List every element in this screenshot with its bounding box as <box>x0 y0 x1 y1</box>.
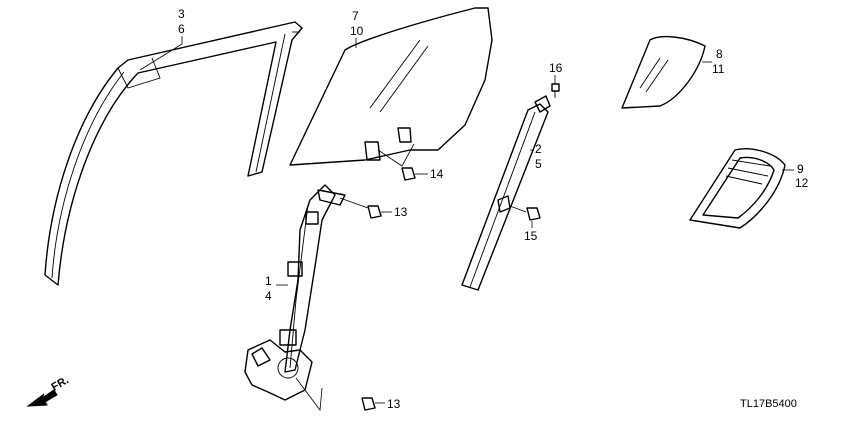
bolt-15 <box>509 205 541 221</box>
regulator-motor <box>244 339 323 412</box>
callout-4: 4 <box>265 289 272 303</box>
callout-2: 2 <box>535 142 542 156</box>
callout-13-lower: 13 <box>387 397 401 411</box>
bolt-16 <box>551 83 560 98</box>
bolt-14 <box>401 167 428 181</box>
callout-12: 12 <box>795 176 809 190</box>
quarter-glass <box>621 35 712 109</box>
callout-10: 10 <box>350 24 364 38</box>
callout-3-leader <box>139 36 183 71</box>
window-regulator <box>276 184 369 373</box>
callout-16: 16 <box>549 61 563 75</box>
callout-11: 11 <box>712 62 725 76</box>
callout-9: 9 <box>797 162 804 176</box>
bolt-13-lower <box>361 397 385 411</box>
callout-6: 6 <box>178 22 185 36</box>
callout-8: 8 <box>716 47 723 61</box>
door-sash-channel <box>44 21 303 286</box>
callout-1: 1 <box>265 274 272 288</box>
bolt-13-upper <box>367 205 392 219</box>
rear-run-channel <box>461 95 551 291</box>
front-label: FR. <box>50 374 71 393</box>
callout-15: 15 <box>524 229 538 243</box>
quarter-molding <box>689 148 794 229</box>
callout-14: 14 <box>430 167 444 181</box>
callout-3: 3 <box>178 7 185 21</box>
diagram-code: TL17B5400 <box>740 398 797 410</box>
door-glass <box>289 7 493 167</box>
front-arrow-icon <box>26 389 58 407</box>
callout-7: 7 <box>352 9 359 23</box>
callout-5: 5 <box>535 157 542 171</box>
callout-13-upper: 13 <box>394 205 408 219</box>
